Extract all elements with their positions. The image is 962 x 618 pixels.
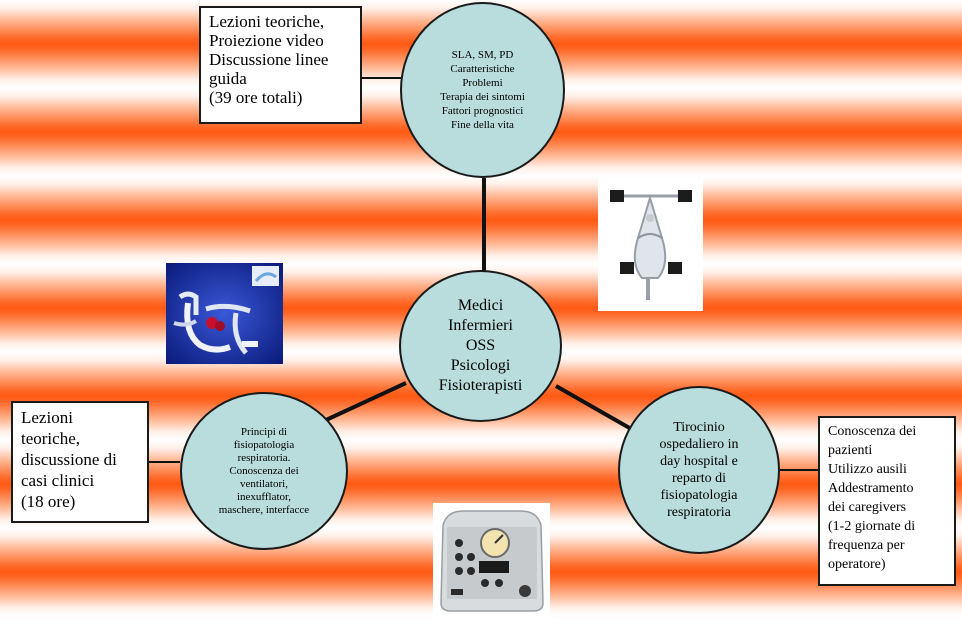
- top-circle-line: Fine della vita: [451, 119, 514, 131]
- right-box-line: Utilizzo ausili: [828, 462, 907, 477]
- center-circle-line: OSS: [465, 337, 496, 354]
- right-box-line: (1-2 giornate di: [828, 519, 916, 534]
- top-circle-line: Caratteristiche: [450, 63, 515, 75]
- face-mask-photo: [598, 178, 703, 311]
- right-box-line: operatore): [828, 557, 886, 572]
- tracheostomy-tubes-illustration: [166, 263, 283, 364]
- face-mask-illustration: [598, 178, 703, 311]
- top-box-line: (39 ore totali): [209, 88, 303, 107]
- right-box-line: dei caregivers: [828, 500, 907, 515]
- left-circle-line: Principi di: [240, 425, 288, 438]
- center-circle-line: Psicologi: [450, 357, 511, 374]
- top-box-line: Lezioni teoriche,: [209, 12, 325, 31]
- left-circle: Principi di fisiopatologia respiratoria.…: [180, 392, 348, 550]
- center-circle-line: Infermieri: [448, 317, 513, 334]
- top-box-line: Discussione linee: [209, 50, 329, 69]
- left-circle-line: Conoscenza dei: [229, 464, 299, 477]
- right-circle-line: Tirocinio: [673, 420, 725, 435]
- left-box-line: teoriche,: [21, 429, 80, 448]
- right-box-line: Conoscenza dei: [828, 424, 917, 439]
- right-circle-line: respiratoria: [667, 505, 731, 520]
- top-circle-line: Terapia dei sintomi: [440, 91, 525, 103]
- center-circle-line: Medici: [457, 297, 504, 314]
- center-circle: Medici Infermieri OSS Psicologi Fisioter…: [399, 270, 562, 422]
- connector-center-left: [325, 381, 407, 422]
- right-circle-line: ospedaliero in: [659, 437, 739, 452]
- top-box-line: Proiezione video: [209, 31, 324, 50]
- right-circle: Tirocinio ospedaliero in day hospital e …: [618, 386, 780, 554]
- right-circle-line: fisiopatologia: [660, 488, 738, 503]
- left-circle-line: inexufflator,: [236, 490, 292, 503]
- right-circle-line: reparto di: [671, 471, 726, 486]
- left-circle-line: respiratoria.: [237, 451, 291, 464]
- top-circle-line: SLA, SM, PD: [451, 49, 514, 61]
- left-circle-line: fisiopatologia: [233, 438, 295, 451]
- right-box: Conoscenza dei pazienti Utilizzo ausili …: [818, 416, 956, 586]
- left-box-line: (18 ore): [21, 492, 76, 511]
- ventilator-device-illustration: [433, 503, 550, 618]
- center-circle-line: Fisioterapisti: [438, 377, 523, 394]
- top-box-line: guida: [209, 69, 247, 88]
- ventilator-device-photo: [433, 503, 550, 618]
- left-box-line: casi clinici: [21, 471, 95, 490]
- top-circle-line: Fattori prognostici: [441, 105, 524, 117]
- left-circle-line: maschere, interfacce: [218, 503, 310, 516]
- left-box: Lezioni teoriche, discussione di casi cl…: [11, 401, 149, 523]
- left-box-line: discussione di: [21, 450, 117, 469]
- left-circle-line: ventilatori,: [240, 477, 288, 490]
- tracheostomy-tubes-photo: [166, 263, 283, 364]
- top-circle: SLA, SM, PD Caratteristiche Problemi Ter…: [400, 2, 565, 178]
- right-box-line: Addestramento: [828, 481, 914, 496]
- top-box: Lezioni teoriche, Proiezione video Discu…: [199, 6, 362, 124]
- right-circle-line: day hospital e: [660, 454, 738, 469]
- connector-center-right: [555, 384, 641, 436]
- left-box-line: Lezioni: [21, 408, 73, 427]
- top-circle-line: Problemi: [462, 77, 503, 89]
- right-box-line: pazienti: [828, 443, 873, 458]
- right-box-line: frequenza per: [828, 538, 905, 553]
